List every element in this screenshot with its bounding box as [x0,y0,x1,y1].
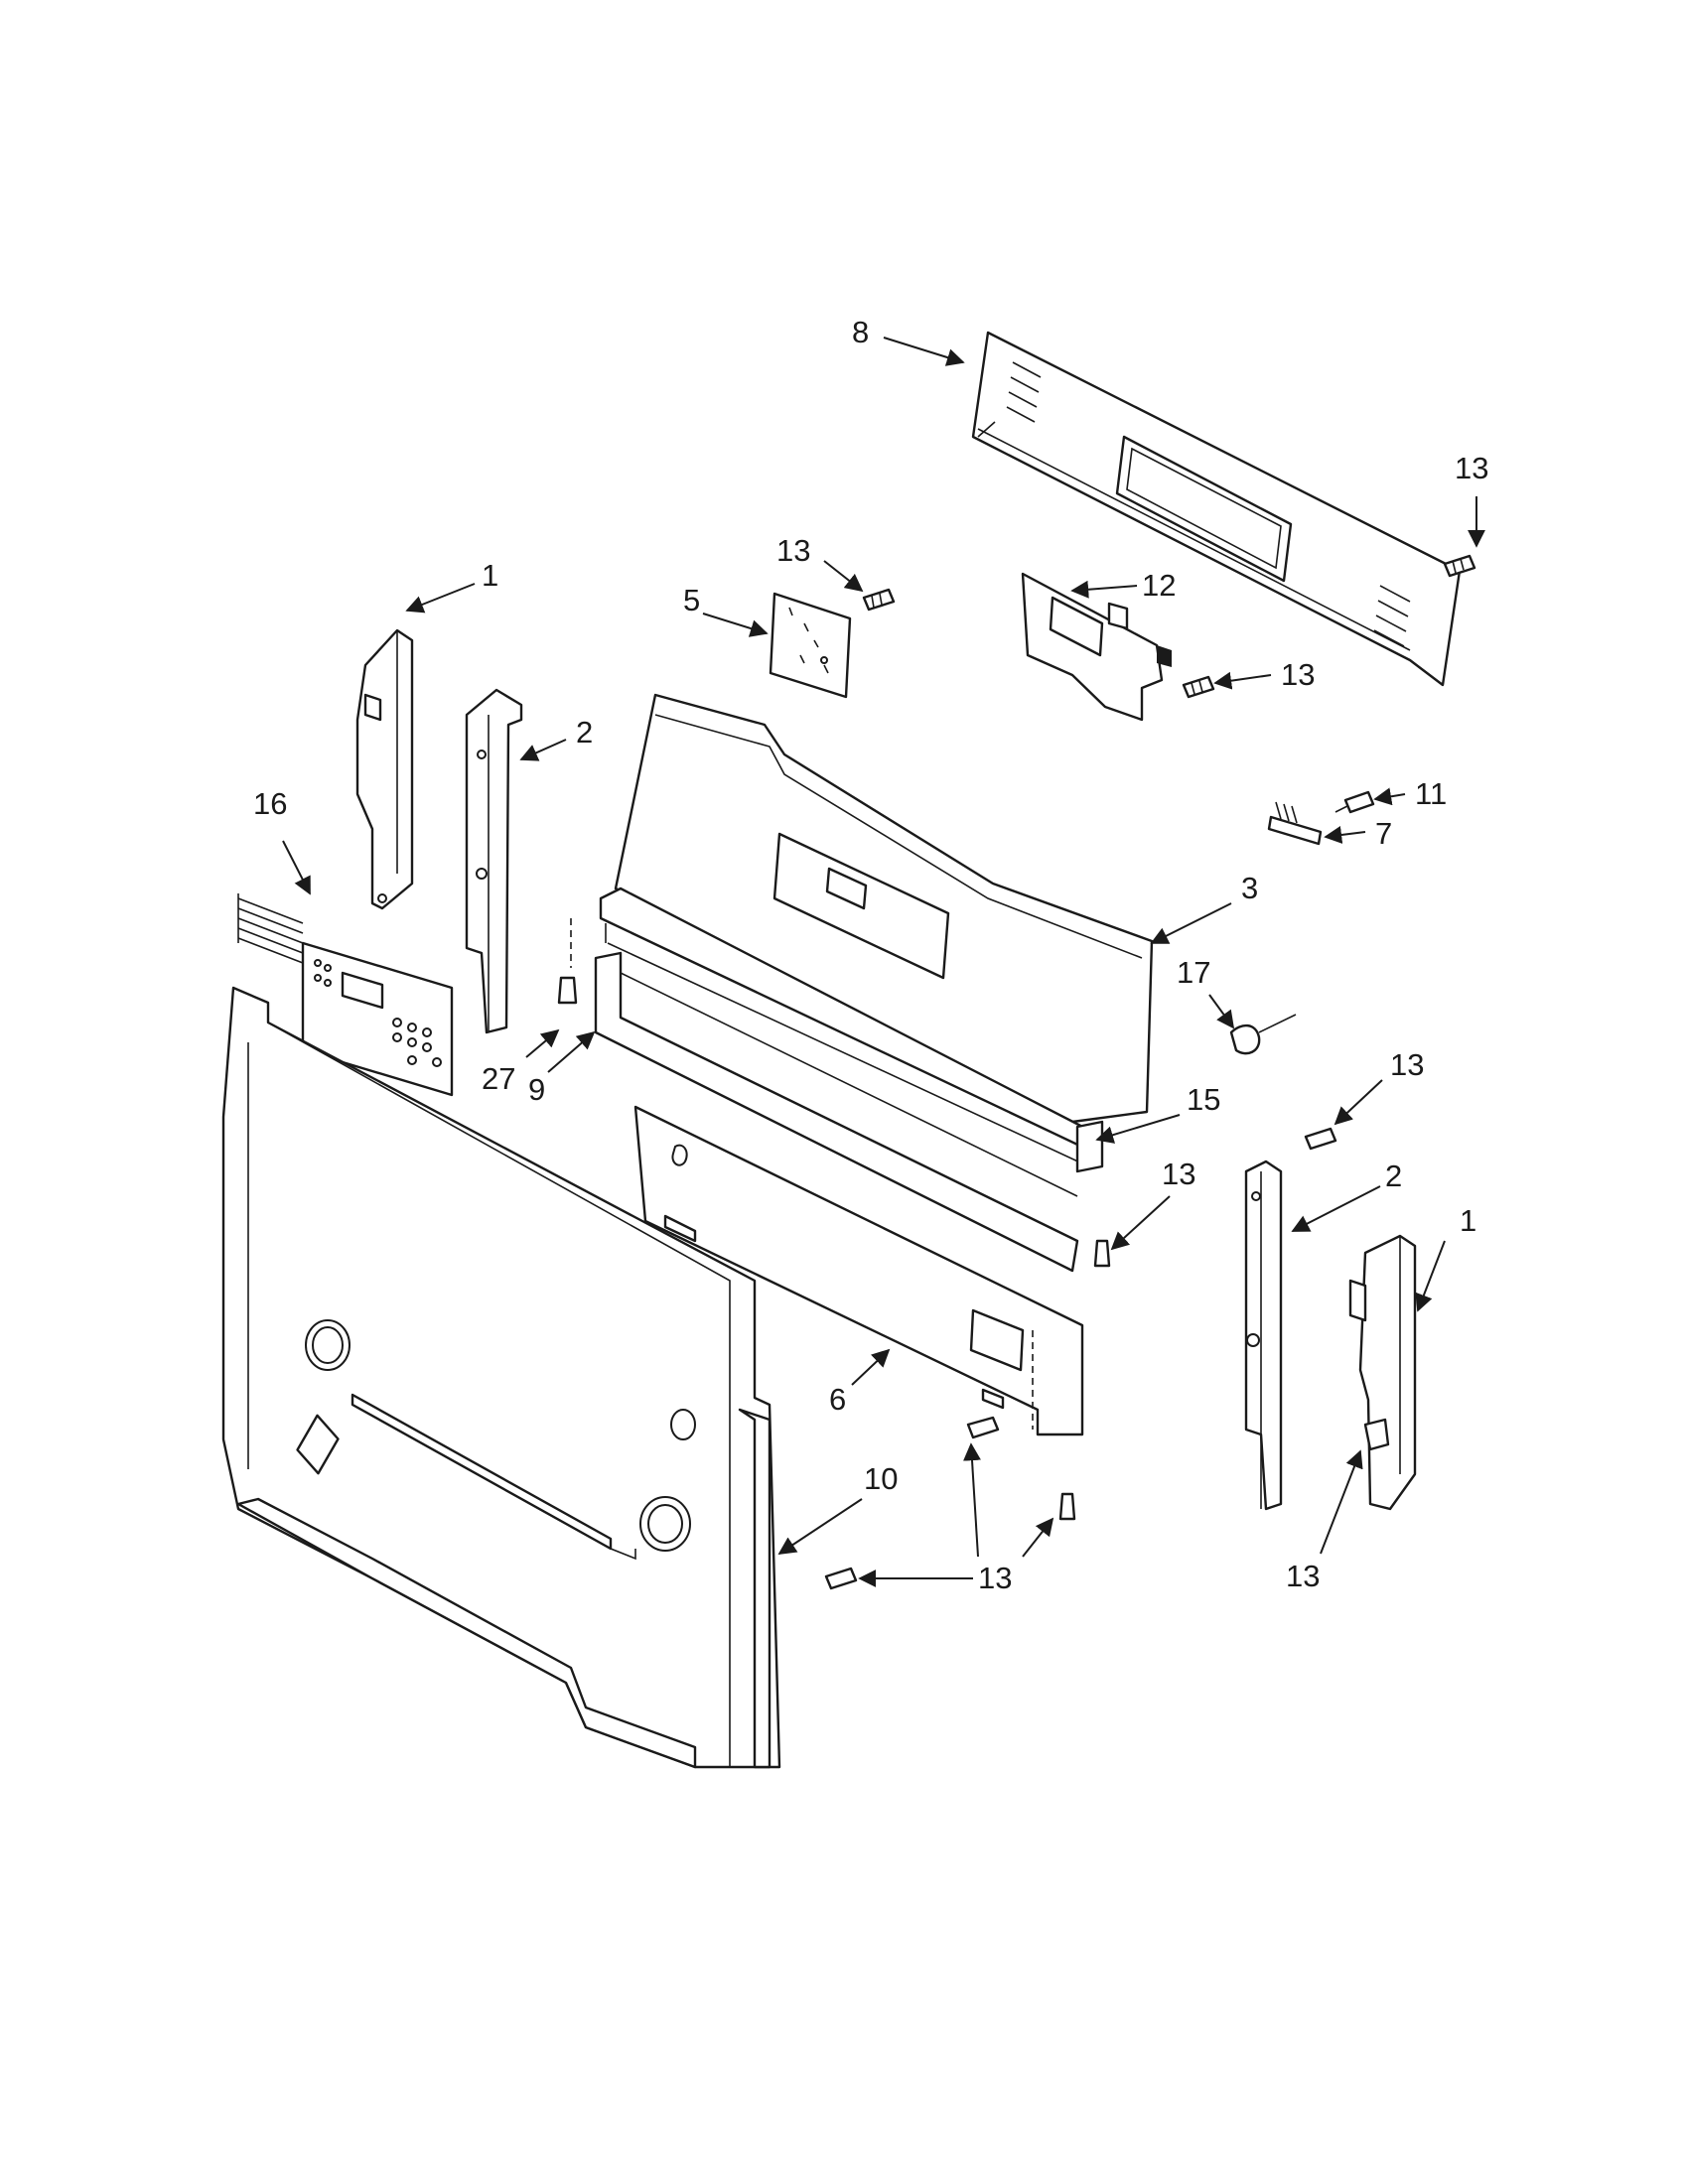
part-2-left-bracket [465,688,523,1034]
callout-15: 15 [1187,1082,1220,1117]
part-1-right-endcap [1348,1234,1417,1511]
callout-10: 10 [864,1461,898,1496]
callout-9: 9 [528,1072,545,1107]
screw-icon [557,976,578,1005]
callout-3: 3 [1241,871,1258,905]
screw-icon [1058,1492,1076,1521]
callout-27: 27 [482,1061,515,1096]
callout-1: 1 [1460,1203,1476,1238]
callout-12: 12 [1142,568,1176,603]
screw-icon [1093,1239,1111,1268]
callout-labels: 8 13 13 5 12 13 1 2 16 11 7 3 17 27 9 13… [253,315,1488,1595]
screw-icon [966,1416,1000,1439]
callout-6: 6 [829,1382,846,1417]
callout-16: 16 [253,786,287,821]
part-12-control-board [1021,572,1172,722]
part-11-screw [1334,790,1375,814]
callout-2: 2 [576,715,593,750]
part-2-right-bracket [1244,1160,1283,1511]
callout-17: 17 [1177,955,1210,990]
callout-13: 13 [1281,657,1315,692]
screw-icon [1304,1127,1337,1151]
callout-13: 13 [1455,451,1488,485]
screw-icon [1443,554,1476,578]
callout-13: 13 [1286,1559,1320,1593]
screw-icon [1182,675,1215,699]
part-16-keypad-overlay [237,893,454,1097]
leader-lines [282,337,1485,1587]
callout-13: 13 [1162,1157,1195,1191]
callout-13: 13 [978,1561,1012,1595]
callout-13: 13 [776,533,810,568]
part-15-bracket [1075,1120,1104,1173]
callout-2: 2 [1385,1159,1402,1193]
part-6-shield [633,1105,1084,1436]
part-17-knob [1229,1014,1297,1055]
callout-7: 7 [1375,816,1392,851]
part-9-support-rail [570,887,1094,1273]
callout-11: 11 [1415,776,1447,811]
part-1-left-endcap [355,628,414,910]
part-7-bracket [1267,801,1323,846]
part-5-relay-board [769,592,852,699]
callout-8: 8 [852,315,869,349]
screw-icon [862,588,896,612]
screw-icon [1363,1418,1390,1451]
part-3-console-panel [614,693,1154,1124]
callout-13: 13 [1390,1047,1424,1082]
callout-1: 1 [482,558,498,593]
part-10-backguard [221,986,781,1769]
part-8-top-panel [971,331,1462,687]
screw-icon [824,1567,858,1590]
callout-5: 5 [683,583,700,617]
